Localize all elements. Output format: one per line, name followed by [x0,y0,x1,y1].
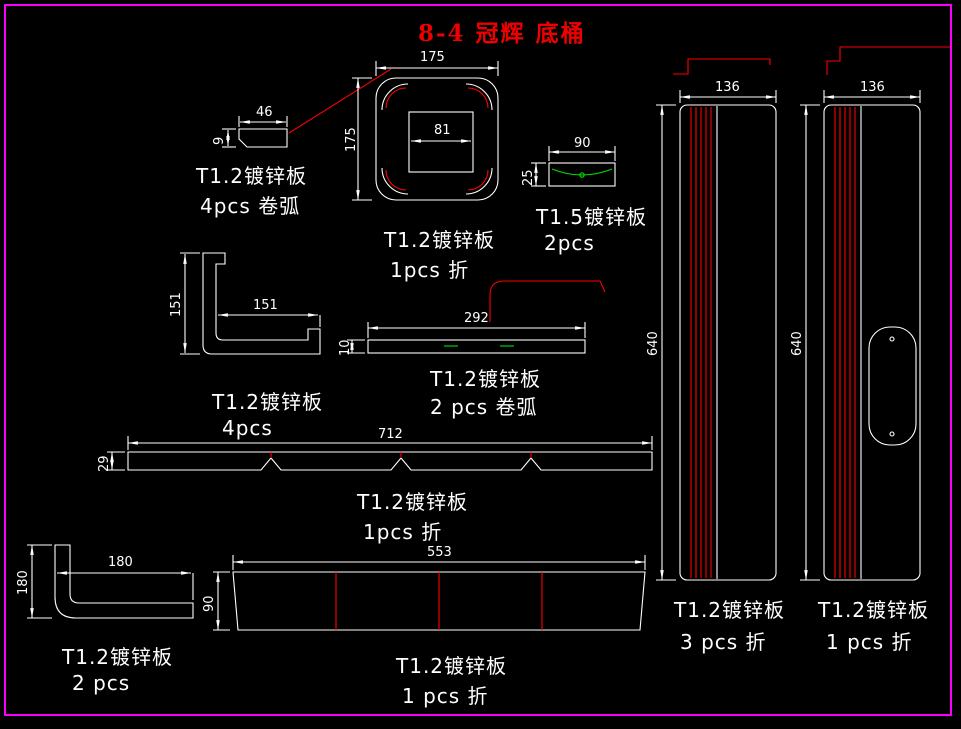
label-clip-material: T1.2镀锌板 [196,164,308,188]
part-arc-channel-drawing [531,146,616,187]
dim-bracket-width: 151 [253,298,278,313]
dim-angle-height: 180 [16,570,31,595]
part-bottom-band-drawing [213,555,646,631]
dim-clip-width: 46 [256,105,273,120]
dim-band-height: 90 [202,595,217,612]
dim-longstrip-width: 712 [378,427,403,442]
dim-band-width: 553 [427,545,452,560]
label-bracket-material: T1.2镀锌板 [212,390,324,414]
dim-panel-r-height: 640 [790,331,805,356]
label-longstrip-qty: 1pcs 折 [363,520,443,544]
label-channel-qty: 2pcs [544,231,595,255]
dim-panel-r-width: 136 [860,80,885,95]
dim-angle-width: 180 [108,555,133,570]
drawing-frame [4,4,952,716]
dim-plate-inner: 81 [434,123,451,138]
part-side-panel-door-drawing [800,46,950,581]
label-clip-qty: 4pcs 卷弧 [200,194,301,218]
part-top-plate-drawing [352,61,499,201]
part-corner-clip-drawing [222,68,392,148]
label-angle-material: T1.2镀锌板 [62,645,174,669]
part-side-panel-ribbed-drawing [656,58,777,581]
part-corner-angle-drawing [27,544,194,619]
label-plate-qty: 1pcs 折 [390,258,470,282]
label-strip-material: T1.2镀锌板 [430,367,542,391]
part-notched-strip-drawing [107,436,653,471]
label-angle-qty: 2 pcs [72,671,131,695]
dim-clip-height: 9 [212,136,227,145]
label-panel-l-qty: 3 pcs 折 [680,630,767,654]
part-flat-strip-drawing [347,280,606,354]
dim-strip-width: 292 [464,311,489,326]
dim-panel-l-height: 640 [646,331,661,356]
dim-plate-height: 175 [344,127,359,152]
dim-bracket-height: 151 [169,292,184,317]
label-bracket-qty: 4pcs [222,416,273,440]
label-band-material: T1.2镀锌板 [396,654,508,678]
label-panel-r-qty: 1 pcs 折 [826,630,913,654]
drawing-title: 8-4 冠辉 底桶 [418,20,586,47]
leader-line [288,68,392,134]
label-panel-r-material: T1.2镀锌板 [818,598,930,622]
part-l-bracket-drawing [180,252,321,355]
dim-channel-height: 25 [521,169,536,186]
dim-strip-height: 10 [338,339,353,356]
label-strip-qty: 2 pcs 卷弧 [430,395,538,419]
label-panel-l-material: T1.2镀锌板 [674,598,786,622]
label-longstrip-material: T1.2镀锌板 [357,490,469,514]
label-band-qty: 1 pcs 折 [402,684,489,708]
dim-longstrip-height: 29 [97,455,112,472]
dim-panel-l-width: 136 [715,80,740,95]
dim-plate-width: 175 [420,50,445,65]
dim-channel-width: 90 [574,136,591,151]
label-channel-material: T1.5镀锌板 [536,205,648,229]
label-plate-material: T1.2镀锌板 [384,228,496,252]
